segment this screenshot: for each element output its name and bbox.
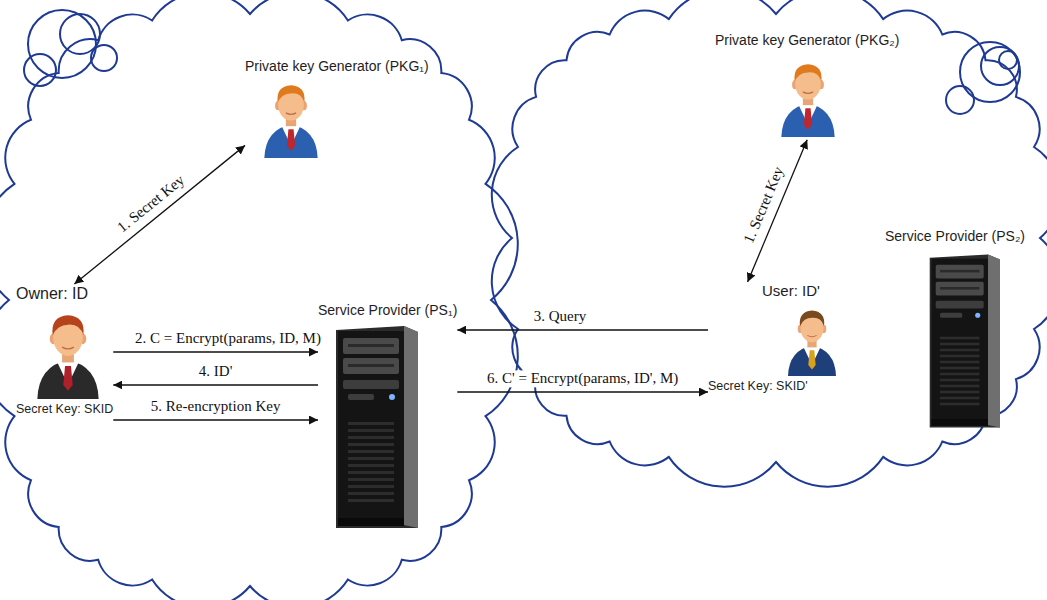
cloud-swirl <box>60 14 100 54</box>
data-owner: Owner: ID Secret Key: SKID <box>16 284 113 417</box>
message-arrow <box>113 384 318 385</box>
cloud-outline <box>492 0 1047 487</box>
cloud-swirl <box>960 42 1020 102</box>
key-generator: Private key Generator (PKG₁) <box>245 58 429 161</box>
message-arrow <box>113 351 318 352</box>
server-computer <box>921 251 1007 431</box>
edge-label: 6. C' = Encrypt(params, ID', M) <box>484 370 681 387</box>
edge-label: 1. Secret Key <box>740 162 790 249</box>
cloud-swirl <box>946 86 974 114</box>
service-provider: Service Provider (PS₁) <box>318 302 457 536</box>
key-generator: Private key Generator (PKG₂) <box>715 32 899 140</box>
node-title: Private key Generator (PKG₁) <box>245 58 429 75</box>
cloud-swirl <box>981 47 1019 85</box>
service-provider: Service Provider (PS₂) <box>885 228 1025 434</box>
edge-label: 2. C = Encrypt(params, ID, M) <box>132 330 324 347</box>
edge-label: 1. Secret Key <box>112 170 191 238</box>
cloud-swirl <box>24 54 56 86</box>
edge-label: 3. Query <box>531 308 590 325</box>
node-title: User: ID' <box>762 282 820 300</box>
person-icon <box>777 57 839 137</box>
person-icon <box>784 304 840 376</box>
data-user: User: ID' Secret Key: SKID' <box>708 282 840 394</box>
message-arrow <box>457 329 708 330</box>
node-title: Owner: ID <box>16 284 88 303</box>
cloud-swirl <box>91 45 117 71</box>
key-label: Secret Key: SKID <box>16 402 113 417</box>
server-computer <box>326 321 426 533</box>
message-arrow <box>113 419 318 420</box>
person-icon <box>260 78 322 158</box>
key-label: Secret Key: SKID' <box>708 379 808 394</box>
cloud-swirl <box>999 51 1017 69</box>
node-title: Service Provider (PS₁) <box>318 302 457 319</box>
node-title: Private key Generator (PKG₂) <box>715 32 899 49</box>
person-icon <box>32 307 104 399</box>
edge-label: 4. ID' <box>196 363 236 380</box>
cloud-outline <box>0 0 518 600</box>
edge-label: 5. Re-encryption Key <box>148 398 284 415</box>
node-title: Service Provider (PS₂) <box>885 228 1025 245</box>
message-arrow <box>457 391 708 392</box>
message-arrow <box>74 145 245 284</box>
